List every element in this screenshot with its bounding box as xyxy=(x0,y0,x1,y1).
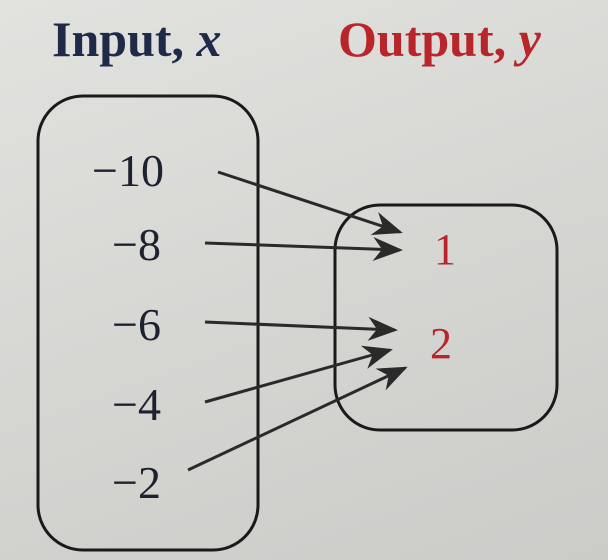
output-title: Output, y xyxy=(338,14,541,64)
output-value: 2 xyxy=(430,319,452,368)
input-value: −8 xyxy=(112,219,161,270)
arrow-neg10-to-1 xyxy=(217,170,403,235)
arrow-neg6-to-2 xyxy=(204,316,398,341)
arrow-neg8-to-1 xyxy=(204,237,403,262)
input-value: −6 xyxy=(112,299,161,350)
input-title-label: Input, xyxy=(52,11,197,67)
input-value: −10 xyxy=(92,145,164,196)
arrow-neg4-to-2 xyxy=(204,345,393,404)
output-value: 1 xyxy=(434,225,456,274)
input-title: Input, x xyxy=(52,14,222,64)
output-set-box xyxy=(333,203,559,432)
input-value: −2 xyxy=(112,457,161,508)
arrow-neg2-to-2 xyxy=(187,366,408,472)
output-variable: y xyxy=(518,11,541,67)
input-value: −4 xyxy=(112,379,161,430)
input-variable: x xyxy=(196,11,222,67)
output-title-label: Output, xyxy=(338,11,519,67)
